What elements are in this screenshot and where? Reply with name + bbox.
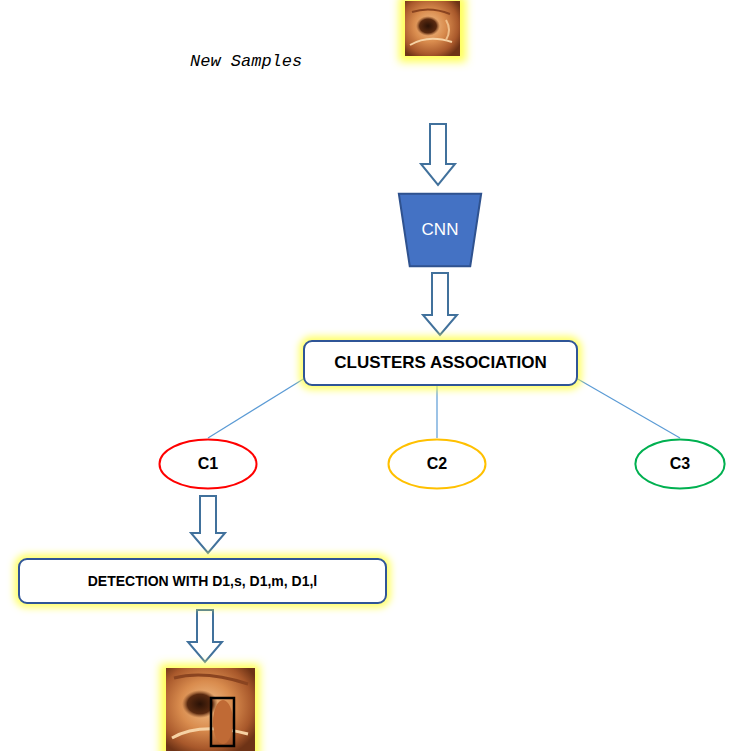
ellipse-shape — [635, 440, 724, 489]
node-text: C3 — [670, 455, 690, 473]
branch-line — [208, 378, 305, 438]
trapezoid-shape — [399, 194, 481, 267]
node-text: CNN — [422, 220, 459, 240]
cluster-ellipse: C1 — [158, 438, 258, 490]
block-arrow — [423, 273, 457, 335]
branch-line — [576, 378, 680, 438]
node-text: CLUSTERS ASSOCIATION — [334, 353, 547, 373]
block-arrow — [421, 124, 455, 185]
tissue — [405, 1, 460, 56]
lumen — [416, 16, 440, 36]
endoscopy-image — [166, 668, 255, 751]
block-arrow — [188, 610, 222, 662]
ellipse-shape — [160, 440, 257, 489]
cnn-block: CNN — [398, 193, 482, 267]
fold — [174, 675, 248, 684]
lumen — [182, 690, 218, 718]
node-text: C1 — [198, 455, 218, 473]
process-box: DETECTION WITH D1,s, D1,m, D1,l — [18, 558, 387, 604]
fold — [446, 20, 449, 40]
image-glow — [399, 0, 466, 62]
endoscopy-image — [405, 1, 460, 56]
process-box: CLUSTERS ASSOCIATION — [303, 340, 578, 386]
ellipse-shape — [389, 440, 486, 489]
image-glow — [160, 664, 260, 751]
node-text: C2 — [427, 455, 447, 473]
cluster-ellipse: C3 — [634, 438, 726, 490]
node-text: DETECTION WITH D1,s, D1,m, D1,l — [88, 573, 317, 589]
fold — [412, 9, 450, 14]
cluster-ellipse: C2 — [387, 438, 487, 490]
polyp — [213, 700, 233, 744]
tissue — [166, 668, 255, 751]
caption-label: New Samples — [190, 52, 302, 71]
branch-line — [436, 386, 437, 438]
block-arrow — [191, 496, 225, 553]
detection-box — [211, 698, 234, 746]
